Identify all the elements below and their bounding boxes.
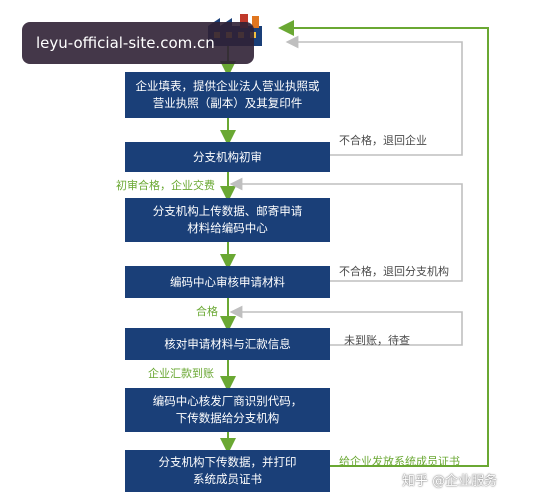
label-reject-to-company: 不合格，退回企业: [339, 134, 427, 147]
step5-text: 核对申请材料与汇款信息: [164, 336, 291, 351]
label-reject-to-branch: 不合格，退回分支机构: [339, 265, 449, 278]
step4-box: 编码中心审核申请材料: [125, 266, 330, 298]
loop-reject-to-branch: [229, 177, 463, 282]
label-initial-pass: 初审合格，企业交费: [116, 179, 215, 192]
label-not-received: 未到账，待查: [344, 334, 410, 347]
step2-box: 分支机构初审: [125, 142, 330, 172]
step6-line1: 编码中心核发厂商识别代码，: [152, 394, 303, 408]
step1-line2: 营业执照（副本）及其复印件: [152, 96, 303, 110]
footer-watermark: 知乎 @企业服务: [402, 474, 498, 489]
step4-text: 编码中心审核申请材料: [170, 274, 285, 289]
step1-line1: 企业填表，提供企业法人营业执照或: [135, 79, 320, 93]
label-pass: 合格: [196, 305, 218, 318]
step3-line2: 材料给编码中心: [187, 221, 268, 235]
step3-box: 分支机构上传数据、邮寄申请 材料给编码中心: [125, 198, 330, 242]
step3-line1: 分支机构上传数据、邮寄申请: [152, 204, 303, 218]
label-payment-received: 企业汇款到账: [148, 367, 214, 380]
step2-text: 分支机构初审: [193, 149, 262, 164]
step1-box: 企业填表，提供企业法人营业执照或 营业执照（副本）及其复印件: [125, 72, 330, 118]
step7-box: 分支机构下传数据，并打印 系统成员证书: [125, 450, 330, 492]
loop-reject-to-company: [285, 35, 463, 156]
step6-line2: 下传数据给分支机构: [175, 411, 280, 425]
loop-not-received: [229, 305, 463, 346]
watermark-text: leyu-official-site.com.cn: [36, 34, 215, 52]
step5-box: 核对申请材料与汇款信息: [125, 328, 330, 360]
step6-box: 编码中心核发厂商识别代码， 下传数据给分支机构: [125, 388, 330, 432]
watermark-banner: leyu-official-site.com.cn: [22, 22, 254, 64]
step7-line2: 系统成员证书: [193, 472, 262, 486]
loop-issue-certificate: [278, 20, 489, 467]
step7-line1: 分支机构下传数据，并打印: [158, 455, 297, 469]
label-issue-certificate: 给企业发放系统成员证书: [339, 455, 460, 468]
